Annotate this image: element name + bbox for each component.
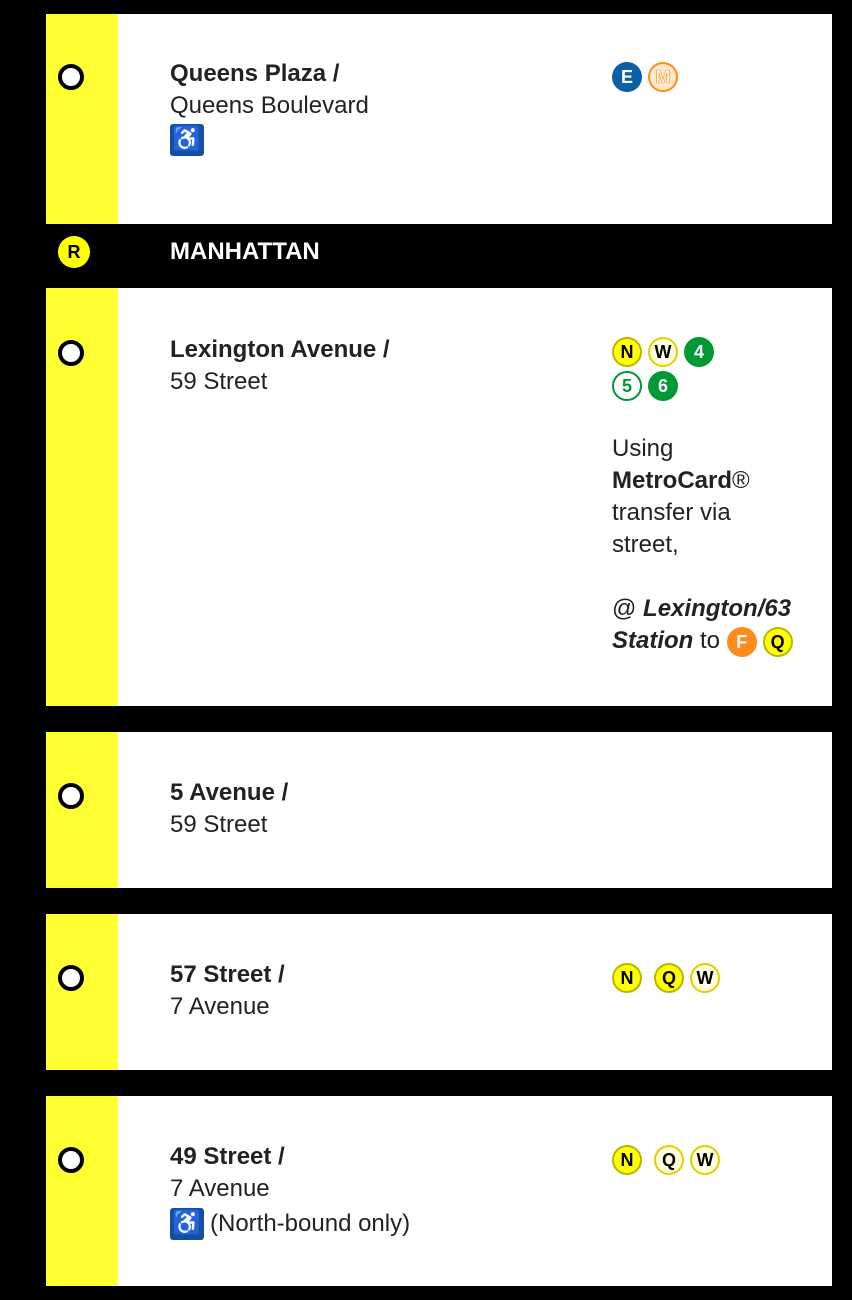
station-name[interactable]: Lexington Avenue / 59 Street [170,334,390,398]
station-name[interactable]: Queens Plaza / Queens Boulevard ♿ [170,58,369,156]
train-bullet-6[interactable]: 6 [648,371,678,401]
train-bullet-w[interactable]: W [690,1145,720,1175]
note-line4: street, [612,531,679,558]
station-name-line2: 7 Avenue [170,993,270,1020]
train-bullet-e[interactable]: E [612,62,642,92]
station-stop-icon [58,965,84,991]
registered-mark: ® [732,467,750,494]
at-symbol: @ [612,595,637,622]
to-word: to [700,627,721,654]
wheelchair-icon: ♿ [170,124,204,156]
station-stop-icon [58,64,84,90]
station-name[interactable]: 49 Street / 7 Avenue ♿(North-bound only) [170,1141,410,1240]
train-bullet-q[interactable]: Q [654,1145,684,1175]
station-name-line2: Queens Boulevard [170,92,369,119]
borough-header: MANHATTAN [170,238,320,265]
route-line-bar [46,1096,118,1286]
station-name-line1: 57 Street / [170,961,285,988]
note-line5: @ Lexington/63 [612,593,822,625]
transfer-station-1[interactable]: Lexington/63 [643,595,792,622]
train-bullet-4[interactable]: 4 [684,337,714,367]
route-line-bar [46,14,118,224]
transfer-note: Using MetroCard® transfer via street, @ … [612,433,822,657]
transfer-station-2[interactable]: Station [612,627,694,654]
train-bullet-n[interactable]: N [612,337,642,367]
station-name-line2: 59 Street [170,811,268,838]
station-name-line2: 7 Avenue [170,1175,270,1202]
note-line2: MetroCard® [612,465,822,497]
station-name-line1: Queens Plaza / [170,60,340,87]
station-name-line1: 5 Avenue / [170,779,289,806]
note-line3: transfer via [612,499,731,526]
train-bullet-5[interactable]: 5 [612,371,642,401]
station-name-line1: 49 Street / [170,1143,285,1170]
station-row-5-avenue: 5 Avenue / 59 Street [46,732,832,888]
metrocard-label: MetroCard [612,467,733,494]
route-line-bar [46,914,118,1070]
train-bullet-n[interactable]: N [612,1145,642,1175]
train-bullet-q[interactable]: Q [762,626,793,657]
accessible-note: (North-bound only) [210,1209,411,1237]
station-name[interactable]: 5 Avenue / 59 Street [170,777,288,841]
route-line-bar [46,732,118,888]
route-badge-r: R [58,236,90,268]
note-line1: Using [612,435,674,462]
train-bullet-f[interactable]: F [726,626,757,657]
station-name[interactable]: 57 Street / 7 Avenue [170,959,285,1023]
train-bullet-n[interactable]: N [612,963,642,993]
train-bullet-m[interactable]: M [648,62,678,92]
train-bullet-q[interactable]: Q [654,963,684,993]
wheelchair-icon: ♿ [170,1207,204,1240]
station-row-49-street: 49 Street / 7 Avenue ♿(North-bound only)… [46,1096,832,1286]
station-name-line1: Lexington Avenue / [170,336,390,363]
train-bullet-w[interactable]: W [648,337,678,367]
station-stop-icon [58,1147,84,1173]
station-stop-icon [58,340,84,366]
train-bullet-w[interactable]: W [690,963,720,993]
station-stop-icon [58,783,84,809]
station-name-line2: 59 Street [170,368,268,395]
